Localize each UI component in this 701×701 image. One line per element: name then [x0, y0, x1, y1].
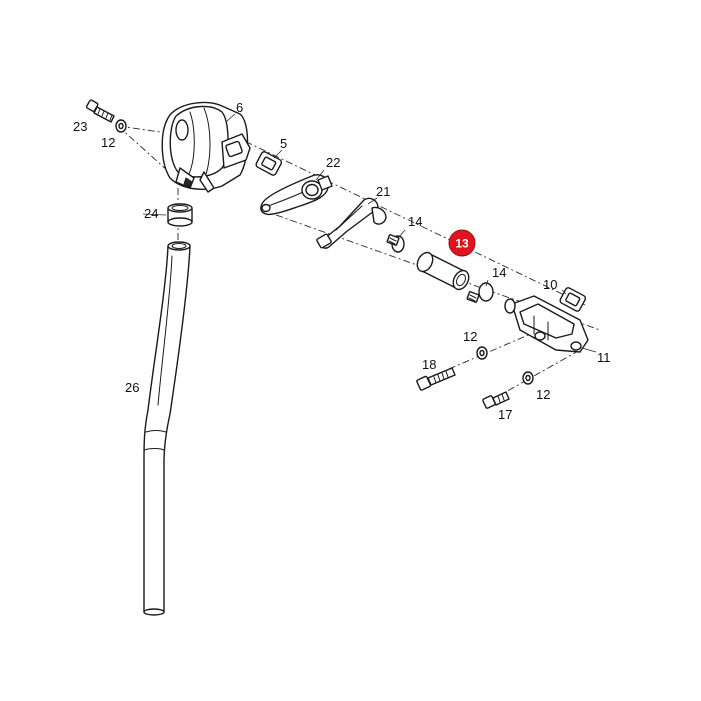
part-12-washer-top[interactable]	[115, 119, 127, 133]
label-6: 6	[236, 100, 243, 115]
highlight-badge	[448, 229, 476, 257]
part-10-gasket[interactable]	[559, 287, 587, 312]
part-24-collar[interactable]	[167, 203, 193, 227]
label-10: 10	[543, 277, 557, 292]
label-14-right: 14	[492, 265, 506, 280]
part-26-hose[interactable]	[143, 241, 191, 616]
label-22: 22	[326, 155, 340, 170]
label-12-top: 12	[101, 135, 115, 150]
label-12-middle: 12	[463, 329, 477, 344]
label-26: 26	[125, 380, 139, 395]
label-23: 23	[73, 119, 87, 134]
part-6-filter-housing[interactable]	[161, 101, 251, 193]
label-14-left: 14	[408, 214, 422, 229]
label-24: 24	[144, 206, 158, 221]
part-12-washer-bottom[interactable]	[522, 371, 534, 385]
part-12-washer-middle[interactable]	[476, 346, 488, 360]
part-14-clamp-right[interactable]	[466, 282, 494, 303]
label-12-bottom: 12	[536, 387, 550, 402]
part-number-labels: 23 12 6 5 22 21 24 14 13 14 10 12 11 18 …	[73, 100, 611, 422]
label-5: 5	[280, 136, 287, 151]
label-17: 17	[498, 407, 512, 422]
part-21-lever[interactable]	[316, 197, 387, 249]
part-18-bolt[interactable]	[416, 367, 456, 391]
label-18: 18	[422, 357, 436, 372]
part-11-intake-adapter[interactable]	[504, 295, 589, 353]
part-5-gasket[interactable]	[255, 151, 283, 176]
part-14-clamp-left[interactable]	[386, 234, 405, 253]
leader-lines	[142, 113, 597, 353]
part-13-hose-sleeve[interactable]	[414, 250, 472, 292]
label-13: 13	[455, 237, 469, 251]
label-21: 21	[376, 184, 390, 199]
part-17-bolt[interactable]	[482, 391, 510, 409]
part-23-screw[interactable]	[85, 99, 115, 123]
part-22-bracket[interactable]	[260, 174, 333, 216]
highlighted-part-marker[interactable]: 13	[448, 229, 476, 257]
label-11: 11	[597, 350, 611, 365]
